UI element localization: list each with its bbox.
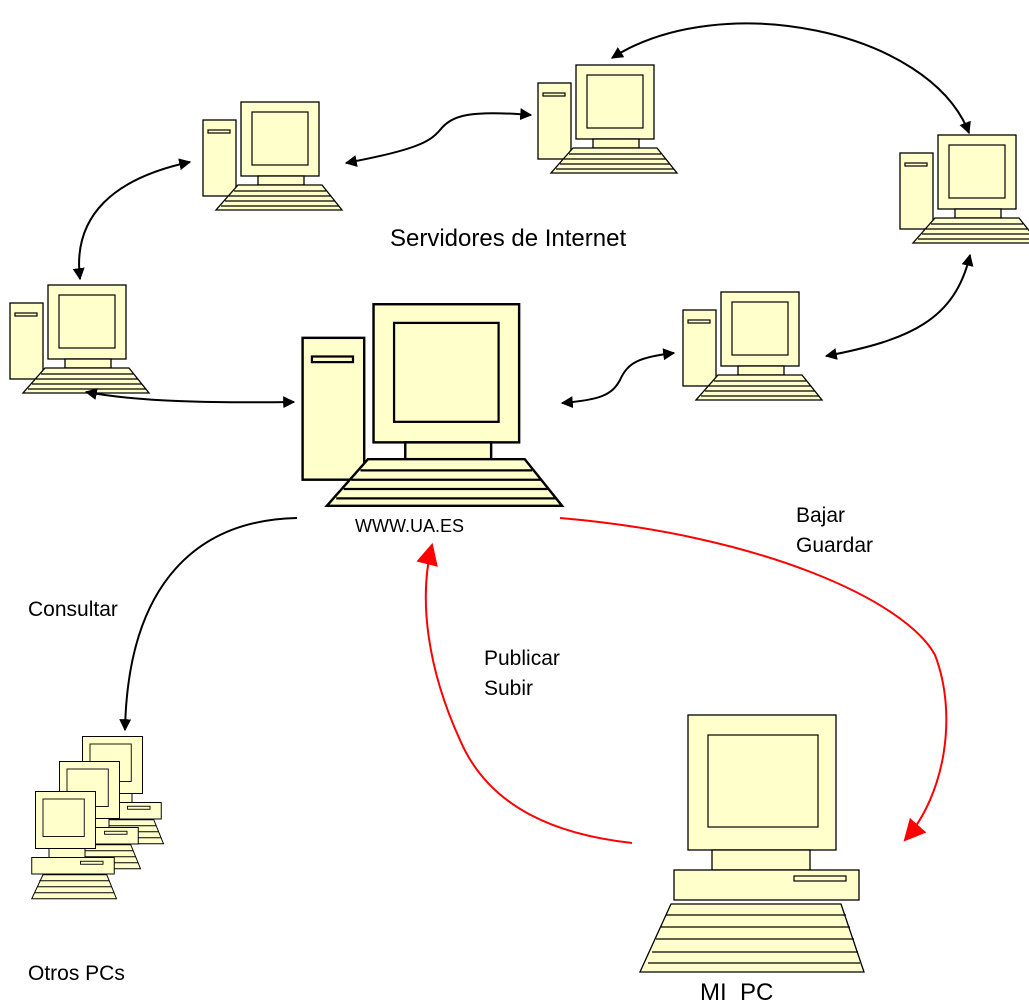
my-pc-icon bbox=[639, 714, 865, 973]
server-computer-icon bbox=[202, 101, 343, 211]
network-link-arrow bbox=[84, 388, 296, 409]
server-computer-icon bbox=[899, 134, 1029, 244]
consult-arrow bbox=[119, 517, 298, 732]
download-label-line2: Guardar bbox=[796, 534, 873, 557]
network-link-arrow bbox=[610, 22, 971, 135]
main-server-label: WWW.UA.ES bbox=[355, 516, 464, 536]
server-computer-icon bbox=[682, 291, 823, 401]
upload-label-line2: Subir bbox=[484, 677, 533, 700]
my-pc-label: MI PC bbox=[700, 979, 773, 1005]
network-link-arrow bbox=[824, 253, 974, 360]
server-computer-icon bbox=[9, 284, 150, 394]
network-link-arrow bbox=[72, 158, 192, 281]
download-arrow bbox=[559, 517, 948, 842]
server-computer-icon bbox=[537, 64, 678, 174]
upload-label-line1: Publicar bbox=[484, 647, 560, 670]
upload-arrow bbox=[416, 542, 633, 844]
other-pcs-label: Otros PCs bbox=[28, 962, 125, 985]
network-link-arrow bbox=[344, 108, 533, 167]
servers-label: Servidores de Internet bbox=[390, 225, 626, 252]
other-pcs-group-icon bbox=[31, 736, 164, 900]
consult-label: Consultar bbox=[28, 598, 118, 621]
download-label-line1: Bajar bbox=[796, 504, 845, 527]
main-server-computer-icon bbox=[301, 303, 564, 508]
network-link-arrow bbox=[560, 348, 676, 409]
